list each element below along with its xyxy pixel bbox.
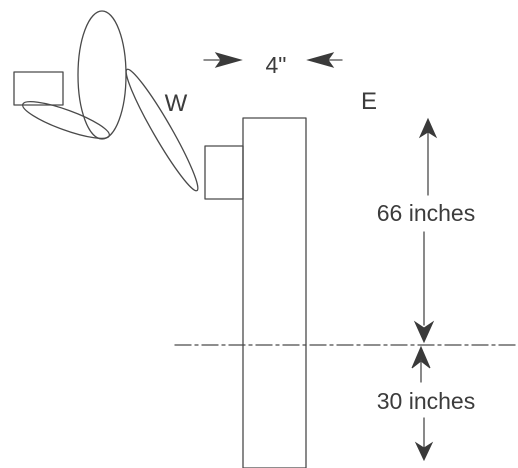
upper-height-label: 66 inches [377, 200, 475, 226]
upper-dim-arrow-up [418, 117, 438, 139]
gap-dimension [203, 52, 343, 68]
gap-label: 4" [266, 52, 287, 78]
dish-feed-arm [21, 101, 111, 139]
west-label: W [165, 90, 188, 117]
mount-bracket [204, 145, 244, 200]
gap-left-arrow [214, 52, 243, 68]
upper-dimension [413, 117, 438, 344]
dish-reflector [77, 10, 127, 140]
east-label: E [361, 88, 377, 115]
upper-dim-arrow-down [413, 320, 435, 344]
satellite-dish [13, 10, 199, 192]
wall-post [242, 117, 307, 468]
lower-dimension [411, 345, 434, 462]
gap-right-arrow [306, 52, 335, 68]
dish-lnb-box [13, 71, 64, 106]
dish-support-arm [125, 68, 199, 192]
lower-height-label: 30 inches [377, 388, 475, 414]
lower-dim-arrow-down [414, 441, 434, 462]
